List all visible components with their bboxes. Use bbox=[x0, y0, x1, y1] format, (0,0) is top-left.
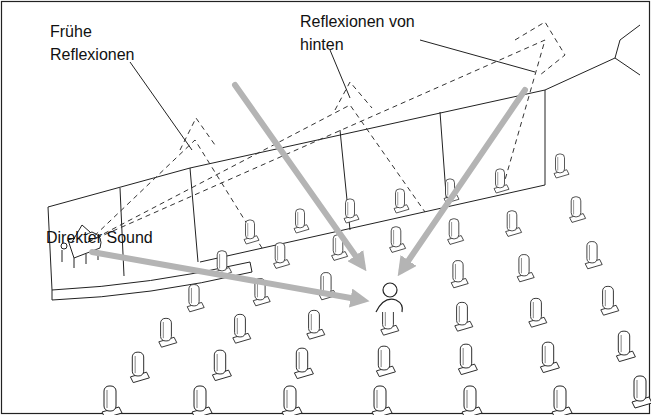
hall-walls bbox=[48, 25, 640, 290]
callout-label: Reflexionen von hinten bbox=[300, 10, 435, 56]
callout-label: Frühe Reflexionen bbox=[50, 20, 150, 66]
listener bbox=[376, 283, 402, 312]
leader-lines bbox=[130, 40, 535, 150]
callout-label: Direkter Sound bbox=[46, 226, 206, 249]
seat-rows bbox=[102, 154, 651, 415]
sound-arrows bbox=[92, 85, 525, 300]
